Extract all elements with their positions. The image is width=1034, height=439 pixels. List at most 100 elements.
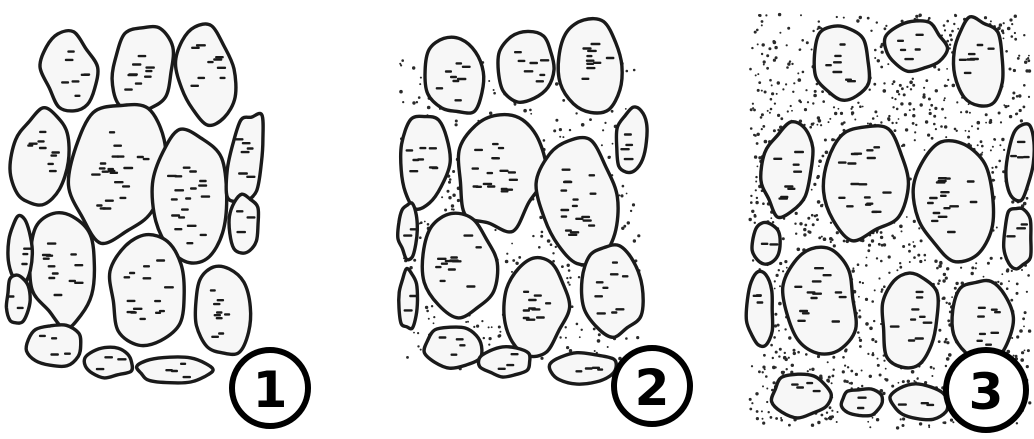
- panel-3-matrix-dot: [933, 367, 935, 369]
- panel-3-matrix-dot: [1016, 95, 1019, 98]
- panel-3-grain-mark: [810, 297, 817, 299]
- panel-3-matrix-dot: [906, 86, 908, 88]
- panel-3-matrix-dot: [843, 17, 845, 19]
- panel-2-matrix-dot: [473, 326, 475, 328]
- panel-3-matrix-dot: [1024, 311, 1027, 314]
- panel-3-matrix-dot: [880, 260, 883, 263]
- panel-3-matrix-dot: [881, 288, 884, 291]
- panel-3-matrix-dot: [1023, 106, 1026, 109]
- panel-2-grain-outline: [424, 327, 482, 368]
- panel-2-matrix-dot: [481, 320, 483, 322]
- panel-3-matrix-dot: [762, 125, 765, 128]
- panel-3-grain-outline: [783, 247, 857, 354]
- panel-3-matrix-dot: [857, 263, 860, 266]
- panel-3-grain-mark: [1010, 155, 1017, 157]
- panel-2-matrix-dot: [427, 223, 430, 226]
- panel-2-grain-mark: [508, 171, 516, 173]
- panel-3-matrix-dot: [898, 93, 900, 95]
- panel-1-grain-mark: [100, 162, 107, 164]
- panel-3-matrix-dot: [1000, 282, 1003, 285]
- panel-3-grain-mark: [976, 340, 983, 342]
- panel-3-matrix-dot: [770, 416, 773, 419]
- panel-3-matrix-dot: [762, 202, 765, 205]
- panel-3-matrix-dot: [842, 356, 845, 359]
- panel-2-matrix-dot: [515, 262, 518, 265]
- panel-3-matrix-dot: [763, 354, 766, 357]
- panel-3-matrix-dot: [787, 62, 790, 65]
- panel-3-matrix-dot: [925, 79, 928, 82]
- panel-1-grain-mark: [96, 204, 102, 206]
- panel-3-matrix-dot: [945, 365, 947, 367]
- panel-3-matrix-dot: [918, 227, 920, 229]
- badge-3: 3: [946, 350, 1026, 430]
- panel-3-matrix-dot: [981, 145, 984, 148]
- panel-3-grain-mark: [813, 390, 821, 392]
- panel-3-matrix-dot: [816, 218, 819, 221]
- panel-3-matrix-dot: [920, 103, 923, 106]
- panel-1-grain-mark: [39, 335, 46, 337]
- panel-3-matrix-dot: [874, 110, 877, 113]
- panel-3-matrix-dot: [764, 91, 767, 94]
- panel-3-matrix-dot: [871, 300, 874, 303]
- panel-3-grain-mark: [761, 243, 769, 245]
- panel-3-matrix-dot: [900, 418, 902, 420]
- panel-2-grain-mark: [529, 62, 538, 64]
- panel-3-matrix-dot: [750, 108, 753, 111]
- panel-3-grain-mark: [867, 157, 876, 159]
- panel-3-matrix-dot: [883, 82, 885, 84]
- panel-1-grain-mark: [145, 70, 152, 72]
- panel-2-grain-mark: [459, 344, 465, 346]
- panel-3-grain-outline: [771, 374, 831, 418]
- panel-2-grain-mark: [419, 147, 426, 149]
- panel-3-matrix-dot: [786, 267, 788, 269]
- panel-3-matrix-dot: [1027, 57, 1029, 59]
- panel-2-matrix-dot: [530, 113, 532, 115]
- panel-3-matrix-dot: [800, 14, 802, 16]
- panel-3-matrix-dot: [862, 106, 864, 108]
- panel-2-matrix-dot: [566, 346, 569, 349]
- panel-3-matrix-dot: [826, 412, 828, 414]
- panel-2-matrix-dot: [632, 203, 635, 206]
- panel-3-matrix-dot: [1009, 18, 1012, 21]
- panel-1-grain-mark: [100, 207, 107, 209]
- panel-3-grain-outline: [1006, 124, 1034, 201]
- panel-3-matrix-dot: [936, 267, 939, 270]
- panel-1-grain-outline: [109, 235, 184, 346]
- panel-3-matrix-dot: [754, 222, 756, 224]
- panel-2-matrix-dot: [399, 90, 403, 94]
- panel-2-grain-mark: [586, 63, 594, 65]
- panel-3-matrix-dot: [753, 134, 755, 136]
- panel-3-grain-outline: [882, 273, 938, 368]
- panel-1-grain-mark: [167, 175, 177, 177]
- panel-3-matrix-dot: [912, 241, 914, 243]
- panel-3-matrix-dot: [768, 47, 771, 50]
- panel-3-matrix-dot: [980, 140, 983, 143]
- panel-3-matrix-dot: [1027, 274, 1030, 277]
- panel-1-grain: [84, 347, 132, 378]
- panel-2-matrix-dot: [565, 337, 567, 339]
- panel-3-matrix-dot: [950, 419, 953, 422]
- panel-2-grain-mark: [593, 62, 601, 64]
- panel-3-matrix-dot: [842, 370, 845, 373]
- panel-2-matrix-dot: [498, 335, 501, 338]
- panel-3-matrix-dot: [1007, 105, 1009, 107]
- panel-2-grain-mark: [592, 367, 600, 369]
- panel-3-grain-mark: [838, 161, 847, 163]
- panel-3-matrix-dot: [761, 113, 764, 116]
- panel-3-matrix-dot: [909, 109, 911, 111]
- panel-2-grain-outline: [478, 347, 530, 377]
- panel-3-matrix-dot: [951, 30, 954, 33]
- panel-2-matrix-dot: [540, 357, 543, 360]
- panel-3-grain-mark: [812, 280, 822, 282]
- panel-3-matrix-dot: [788, 424, 791, 427]
- panel-3-grain-mark: [991, 309, 998, 311]
- panel-3-matrix-dot: [837, 411, 839, 413]
- panel-3-matrix-dot: [823, 237, 827, 241]
- panel-3-matrix-dot: [1011, 270, 1013, 272]
- panel-1-grain: [175, 24, 235, 126]
- panel-3-matrix-dot: [811, 368, 814, 371]
- panel-2-grain-mark: [429, 147, 437, 149]
- panel-3-matrix-dot: [896, 108, 899, 111]
- panel-3-matrix-dot: [870, 30, 872, 32]
- panel-3-matrix-dot: [761, 53, 763, 55]
